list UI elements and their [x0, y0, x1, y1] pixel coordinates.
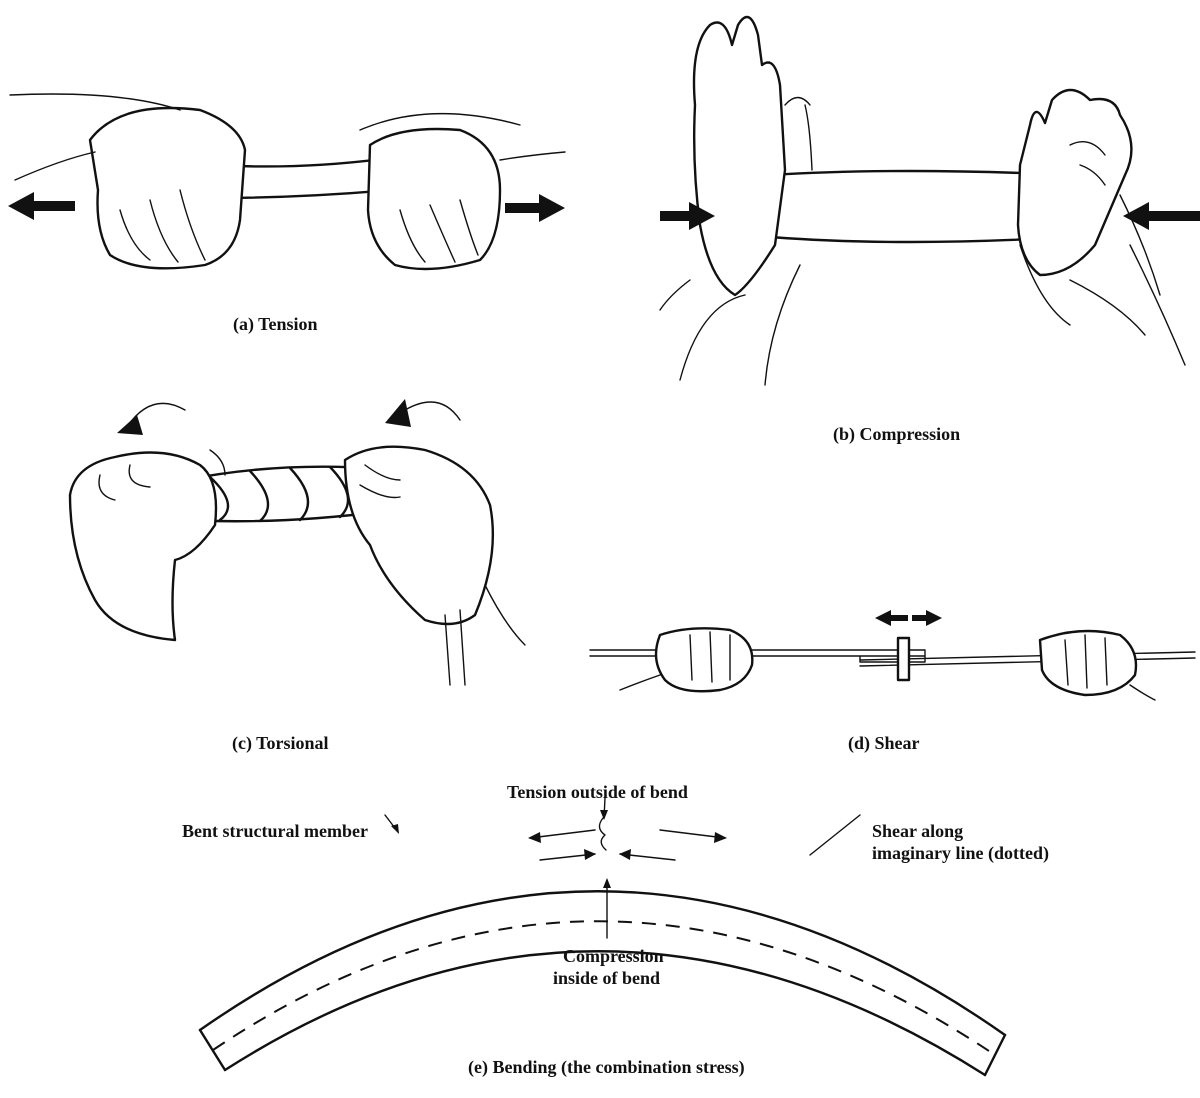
- label-tension-outside: Tension outside of bend: [507, 782, 688, 803]
- left-hand: [656, 628, 752, 691]
- bending-illustration: [0, 770, 1200, 1070]
- shear-illustration: [580, 600, 1200, 720]
- label-bent-member: Bent structural member: [182, 821, 368, 842]
- tension-illustration: [0, 70, 590, 280]
- right-arrow-icon: [912, 610, 942, 626]
- label-compression-2: inside of bend: [553, 968, 660, 989]
- left-hand: [90, 108, 245, 268]
- label-shear-line-2: imaginary line (dotted): [872, 843, 1049, 864]
- torsional-illustration: [55, 385, 575, 695]
- twist-arrow-icon: [405, 402, 460, 420]
- right-hand: [368, 129, 500, 269]
- right-hand: [345, 447, 493, 624]
- crack: [599, 818, 606, 850]
- right-hand: [1040, 631, 1136, 695]
- right-hand: [1018, 90, 1131, 275]
- left-arrow-icon: [875, 610, 908, 626]
- shear-bar-right: [860, 652, 1195, 666]
- caption-torsional: (c) Torsional: [232, 733, 329, 754]
- label-compression-1: Compression: [563, 946, 664, 967]
- left-hand: [70, 453, 216, 641]
- caption-tension: (a) Tension: [233, 314, 318, 335]
- caption-shear: (d) Shear: [848, 733, 920, 754]
- caption-compression: (b) Compression: [833, 424, 960, 445]
- left-hand: [694, 17, 785, 295]
- compression-illustration: [600, 5, 1200, 395]
- label-shear-line-1: Shear along: [872, 821, 963, 842]
- left-arrow-icon: [8, 192, 75, 220]
- shear-pin: [898, 638, 909, 680]
- caption-bending: (e) Bending (the combination stress): [468, 1057, 745, 1078]
- right-arrow-icon: [505, 194, 565, 222]
